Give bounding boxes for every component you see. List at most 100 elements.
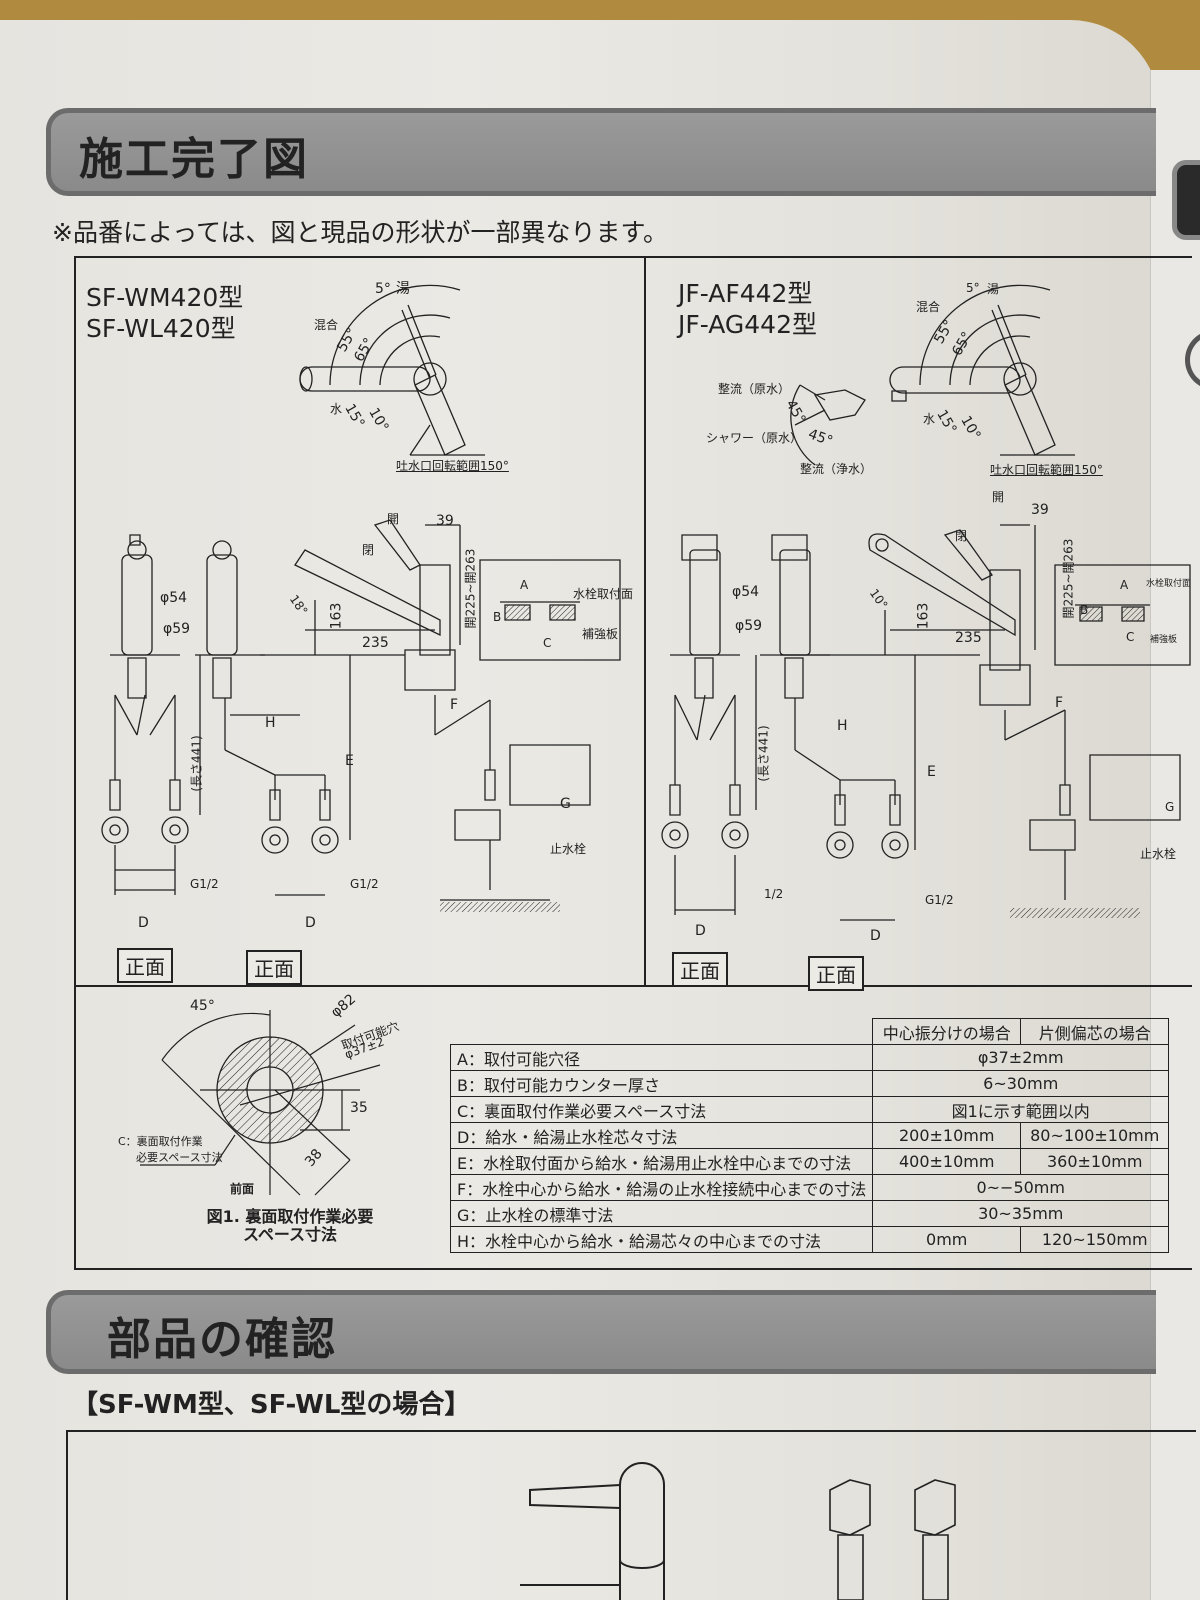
- row-value-C: 図1に示す範囲以内: [872, 1096, 1170, 1123]
- spec-header-blank: [450, 1018, 873, 1045]
- dim-B-right: B: [1080, 603, 1089, 617]
- next-page-edge: [1150, 70, 1200, 1600]
- dim-phi59-right: φ59: [735, 618, 763, 634]
- model-sf-wm420: SF-WM420型: [86, 283, 244, 312]
- dim-length-441: (長さ441): [189, 735, 204, 792]
- dim-A: A: [520, 578, 529, 592]
- fig1-angle-45: 45°: [190, 998, 215, 1014]
- model-jf-ag442: JF-AG442型: [678, 310, 817, 339]
- dim-close-right: 閉: [955, 529, 968, 543]
- model-name-right: JF-AF442型 JF-AG442型: [678, 278, 817, 340]
- dim-39-right: 39: [1031, 502, 1049, 518]
- section-header-completion: 施工完了図: [46, 108, 1156, 196]
- dim-235-right: 235: [955, 630, 982, 646]
- panel-divider: [644, 256, 646, 986]
- fig1-caption: 図1. 裏面取付作業必要 スペース寸法: [170, 1208, 410, 1244]
- section-title-parts: 部品の確認: [107, 1314, 337, 1365]
- dim-length-441-right: (長さ441): [756, 725, 771, 782]
- dim-H-right: H: [837, 718, 848, 734]
- dim-height-range-right: 開225~開263: [1061, 538, 1076, 619]
- dim-C: C: [543, 636, 552, 650]
- row-key-A: A：取付可能穴径: [449, 1044, 874, 1071]
- row-key-F: F：水栓中心から給水・給湯の止水栓接続中心までの寸法: [449, 1174, 874, 1201]
- row-key-D: D：給水・給湯止水栓芯々寸法: [449, 1122, 874, 1149]
- dim-D-center: D: [138, 915, 149, 931]
- fig1-c-label-2: 必要スペース寸法: [136, 1151, 223, 1164]
- row-value-H-offset: 120~150mm: [1020, 1226, 1170, 1253]
- disclaimer-note: ※品番によっては、図と現品の形状が一部異なります。: [52, 218, 668, 247]
- table-row: B：取付可能カウンター厚さ 6~30mm: [449, 1070, 1170, 1097]
- label-reinforce-plate: 補強板: [582, 627, 619, 641]
- row-value-D-center: 200±10mm: [872, 1122, 1022, 1149]
- front-label-1: 正面: [117, 948, 173, 983]
- label-hot: 湯: [396, 281, 410, 297]
- label-cold: 水: [330, 402, 343, 416]
- dim-close: 閉: [362, 543, 375, 557]
- dim-phi54-right: φ54: [732, 584, 760, 600]
- dim-39: 39: [436, 513, 454, 529]
- dim-F-right: F: [1055, 695, 1064, 711]
- front-label-2: 正面: [246, 950, 302, 985]
- rotation-top-view-left: [290, 275, 490, 475]
- fig1-front-label: 前面: [230, 1182, 255, 1196]
- rotation-top-view-right: [880, 275, 1080, 475]
- label-stop-valve-right: 止水栓: [1140, 847, 1177, 861]
- fig1-caption-line2: スペース寸法: [242, 1225, 338, 1244]
- row-value-E-offset: 360±10mm: [1020, 1148, 1170, 1175]
- parts-subheading: 【SF-WM型、SF-WL型の場合】: [72, 1390, 471, 1420]
- thread-g12-b: G1/2: [350, 877, 379, 891]
- row-value-D-offset: 80~100±10mm: [1020, 1122, 1170, 1149]
- dim-phi54: φ54: [160, 590, 188, 606]
- model-sf-wl420: SF-WL420型: [86, 314, 236, 343]
- parts-frame: [66, 1430, 1196, 1600]
- section-title: 施工完了図: [79, 134, 309, 185]
- fig1-caption-line1: 図1. 裏面取付作業必要: [206, 1207, 374, 1226]
- shower-head-mode-diagram: [770, 380, 880, 470]
- row-value-H-center: 0mm: [872, 1226, 1022, 1253]
- mode-shower-raw: シャワー（原水）: [706, 431, 803, 445]
- label-mix-right: 混合: [916, 300, 941, 314]
- dim-H: H: [265, 715, 276, 731]
- next-page-tab: [1172, 160, 1200, 240]
- row-value-F: 0~−50mm: [872, 1174, 1170, 1201]
- dim-G-right: G: [1165, 800, 1175, 814]
- dim-E-right: E: [927, 764, 936, 780]
- angle-5-right: 5°: [966, 281, 980, 295]
- spout-range-label: 吐水口回転範囲150°: [396, 459, 509, 473]
- faucet-elevation-left: [100, 510, 620, 912]
- label-mix: 混合: [314, 318, 339, 332]
- dim-235: 235: [362, 635, 389, 651]
- dim-F: F: [450, 697, 459, 713]
- dim-C-right: C: [1126, 630, 1135, 644]
- dim-E: E: [345, 753, 354, 769]
- spout-range-label-right: 吐水口回転範囲150°: [990, 463, 1103, 477]
- figure1-space-diagram: [110, 995, 440, 1205]
- table-row: A：取付可能穴径 φ37±2mm: [449, 1044, 1170, 1071]
- row-key-B: B：取付可能カウンター厚さ: [449, 1070, 874, 1097]
- parts-illustration: [520, 1450, 940, 1600]
- table-row: H：水栓中心から給水・給湯芯々の中心までの寸法 0mm 120~150mm: [449, 1226, 1170, 1253]
- model-name-left: SF-WM420型 SF-WL420型: [86, 282, 243, 344]
- dim-G: G: [560, 796, 571, 812]
- table-row: E：水栓取付面から給水・給湯用止水栓中心までの寸法 400±10mm 360±1…: [449, 1148, 1170, 1175]
- mode-flow-pure: 整流（浄水）: [800, 462, 873, 476]
- label-mount-surface-right: 水栓取付面: [1146, 579, 1192, 589]
- front-label-4: 正面: [808, 956, 864, 991]
- table-row: C：裏面取付作業必要スペース寸法 図1に示す範囲以内: [449, 1096, 1170, 1123]
- dim-phi59: φ59: [163, 621, 191, 637]
- row-value-A: φ37±2mm: [872, 1044, 1170, 1071]
- label-hot-right: 湯: [987, 282, 1000, 296]
- spec-header-row: 中心振分けの場合 片側偏芯の場合: [450, 1018, 1170, 1045]
- label-stop-valve: 止水栓: [550, 842, 587, 856]
- thread-g12-a: G1/2: [190, 877, 219, 891]
- spec-table: 中心振分けの場合 片側偏芯の場合 A：取付可能穴径 φ37±2mm B：取付可能…: [449, 1018, 1170, 1253]
- diagram-frame: [74, 256, 1192, 1270]
- label-mount-surface: 水栓取付面: [573, 587, 634, 601]
- dim-A-right: A: [1120, 578, 1129, 592]
- header-one-side-offset: 片側偏芯の場合: [1020, 1018, 1170, 1045]
- mode-flow-raw: 整流（原水）: [718, 382, 791, 396]
- fig1-dim-35: 35: [350, 1100, 368, 1116]
- dim-D-center-right: D: [695, 923, 706, 939]
- row-value-B: 6~30mm: [872, 1070, 1170, 1097]
- row-key-C: C：裏面取付作業必要スペース寸法: [449, 1096, 874, 1123]
